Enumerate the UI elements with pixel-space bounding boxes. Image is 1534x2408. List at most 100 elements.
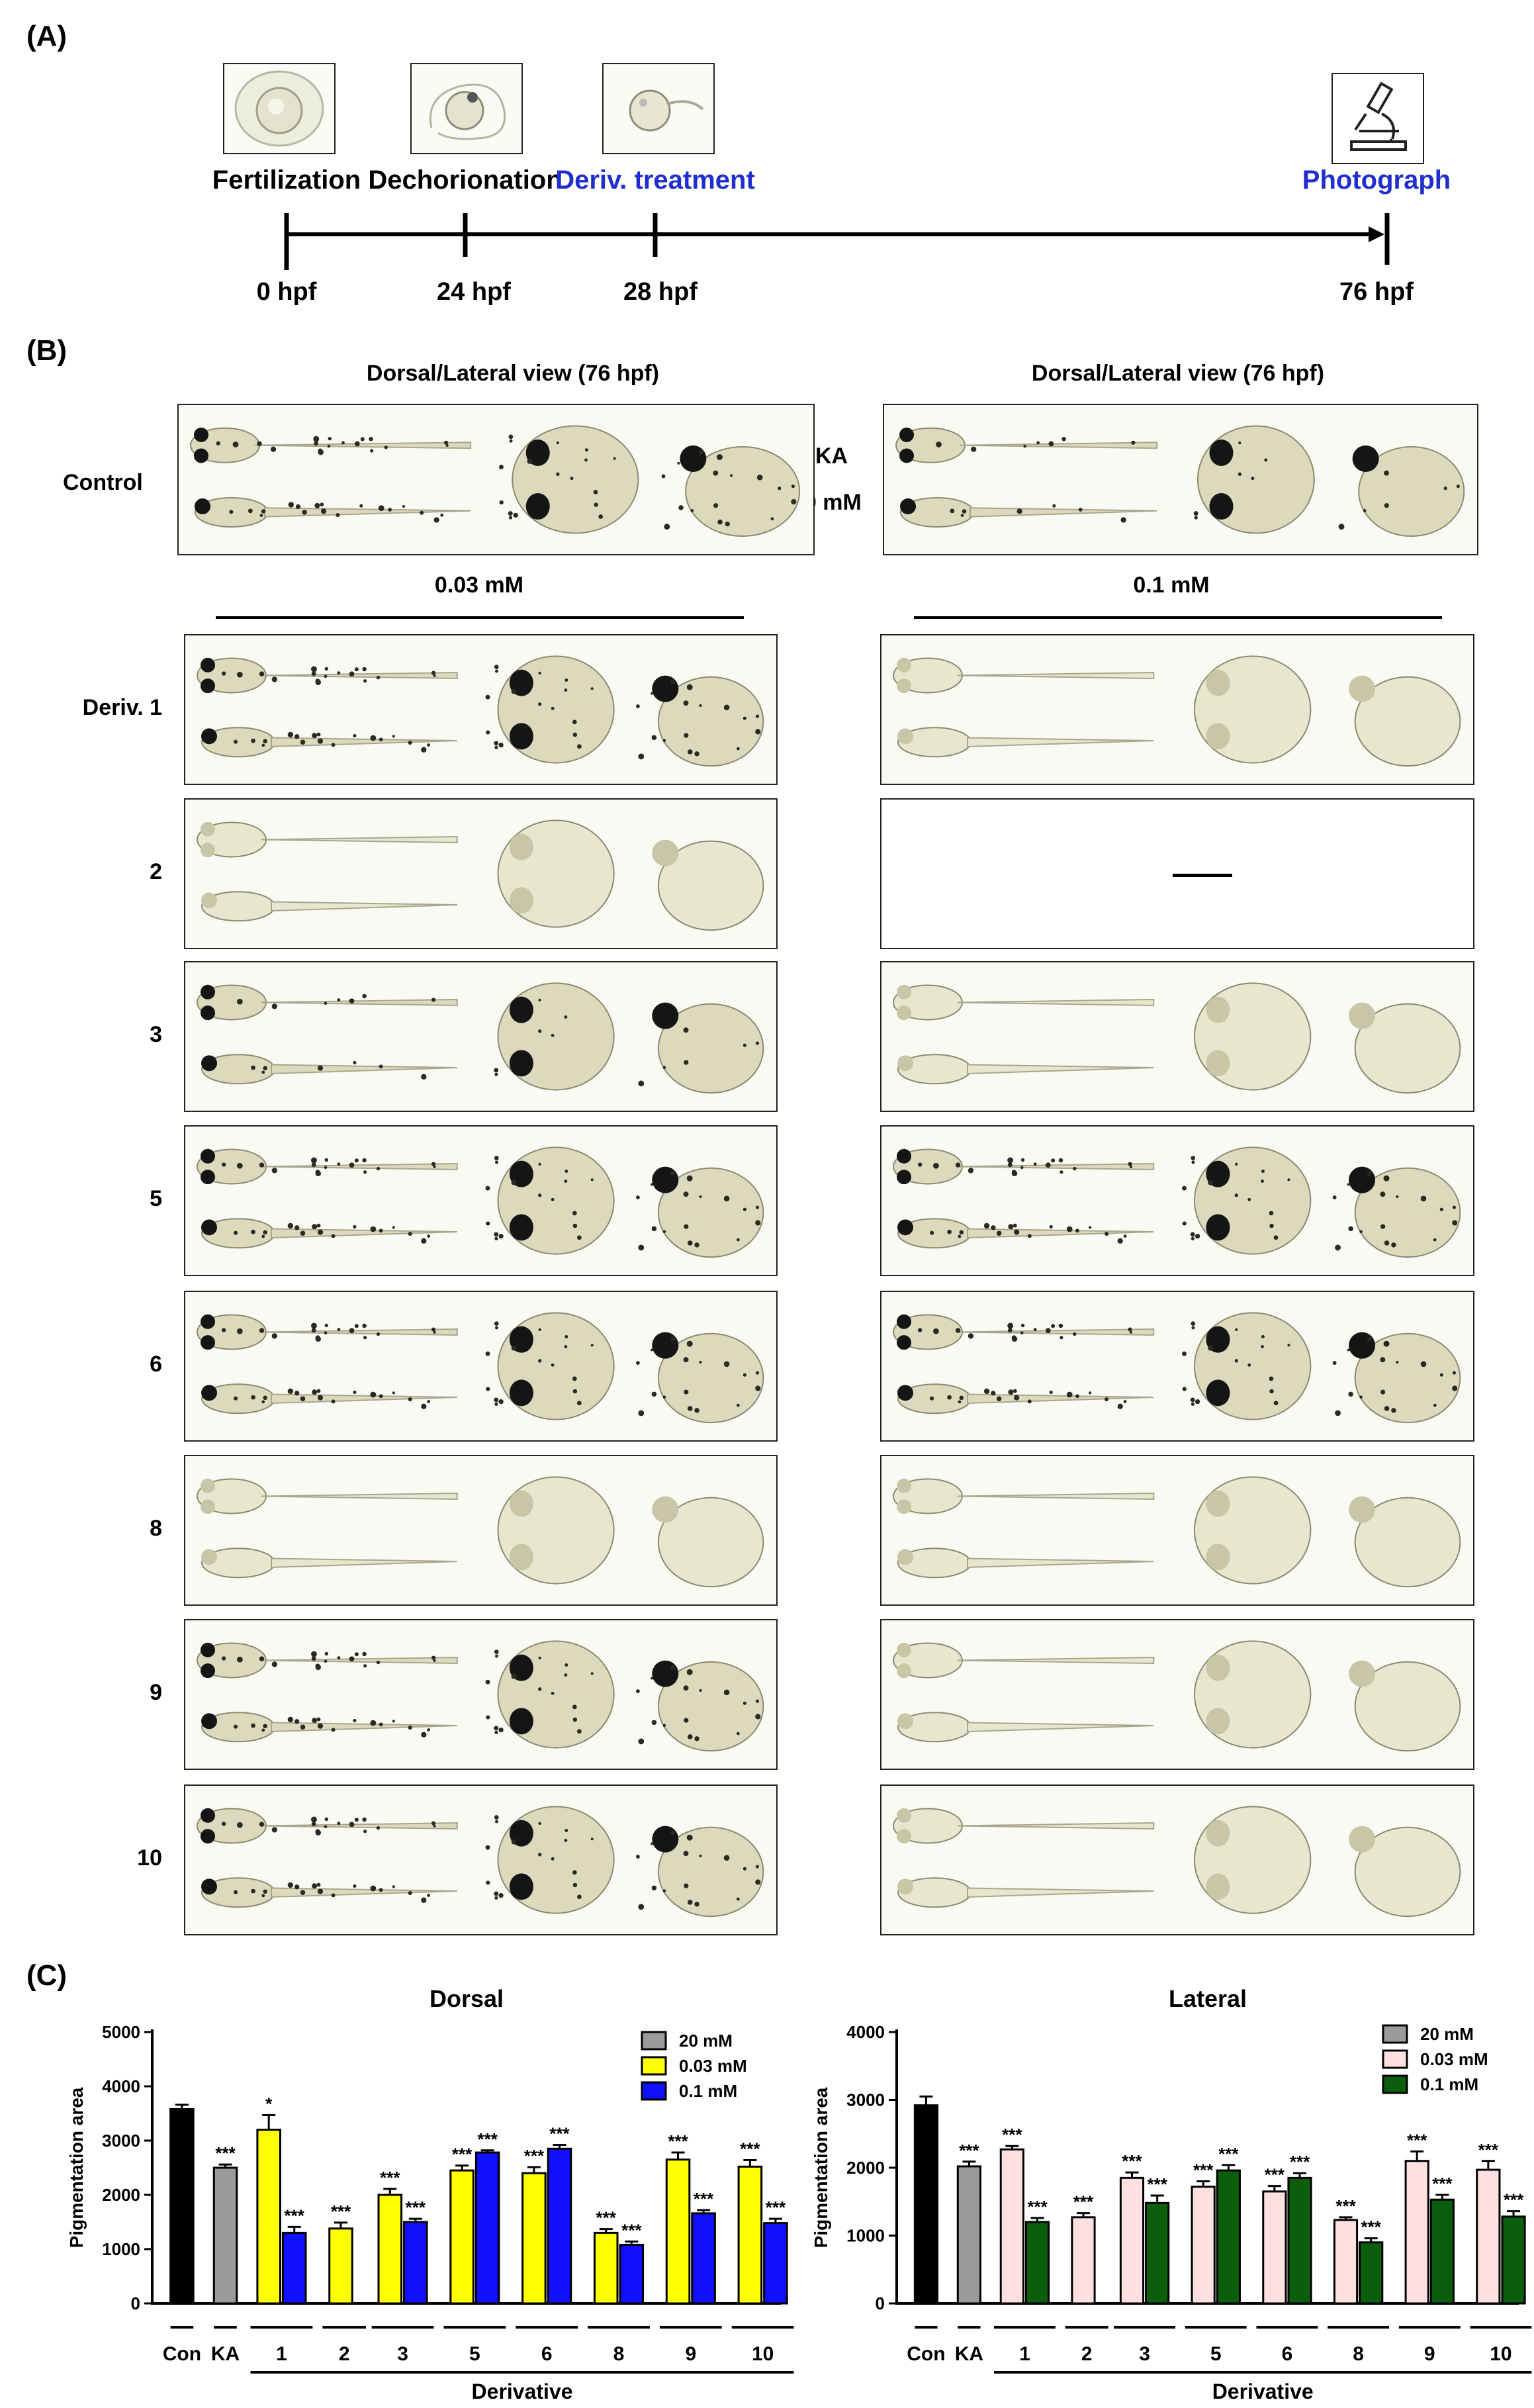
group-label: 3 [397, 2343, 408, 2365]
group-label: Con [163, 2343, 201, 2365]
egg-chorion-icon [223, 63, 336, 154]
stage-label-photograph: Photograph [1302, 165, 1451, 195]
y-tick-label: 2000 [102, 2185, 140, 2205]
bar-3-0.03mM [377, 2194, 403, 2305]
bar-6-0.03mM [1262, 2190, 1287, 2305]
image-box-right-4 [880, 1291, 1474, 1442]
significance-marker: *** [452, 2145, 473, 2164]
significance-marker: *** [285, 2205, 305, 2225]
bar-8-0.1mM [619, 2243, 645, 2305]
significance-marker: *** [1147, 2174, 1167, 2194]
row-label-6: 9 [150, 1680, 162, 1705]
image-box-left-6 [184, 1619, 778, 1770]
y-axis-label: Pigmentation area [66, 2087, 87, 2248]
bar-5-0.1mM [1216, 2169, 1241, 2305]
significance-marker: *** [1073, 2192, 1094, 2212]
control-label: Control [63, 470, 143, 495]
significance-marker: *** [1478, 2140, 1499, 2160]
group-label: 3 [1139, 2343, 1150, 2365]
significance-marker: *** [1361, 2217, 1382, 2237]
bar-6-0.03mM [521, 2172, 547, 2305]
bar-3-0.1mM [403, 2221, 428, 2305]
bar-1-0.1mM [1024, 2221, 1050, 2305]
group-label: 2 [1081, 2343, 1093, 2365]
conc-bar-left [216, 616, 744, 619]
significance-marker: * [265, 2094, 273, 2113]
image-box-right-6 [880, 1619, 1474, 1770]
significance-marker: *** [1027, 2197, 1048, 2217]
significance-marker: *** [1122, 2151, 1142, 2171]
image-box-left-1 [184, 798, 778, 949]
legend-label: 20 mM [1420, 2024, 1474, 2044]
y-tick-label: 1000 [102, 2239, 140, 2259]
significance-marker: *** [959, 2141, 979, 2160]
group-label: 6 [1282, 2343, 1293, 2365]
hpf-label-28: 28 hpf [623, 278, 698, 306]
bar-5-0.1mM [474, 2151, 500, 2305]
group-label: 9 [1424, 2343, 1435, 2365]
row-label-0: Deriv. 1 [82, 695, 162, 720]
ka-label: KA [815, 443, 848, 469]
chart-title: Dorsal [429, 1985, 504, 2012]
significance-marker: *** [406, 2198, 426, 2217]
legend-label: 0.03 mM [1420, 2049, 1488, 2069]
significance-marker: *** [1265, 2165, 1285, 2185]
group-label: 5 [469, 2343, 480, 2365]
x-axis-label: Derivative [472, 2380, 573, 2403]
bar-Con-con [169, 2107, 195, 2305]
image-box-left-5 [184, 1455, 778, 1606]
y-tick-label: 5000 [102, 2022, 140, 2042]
bar-10-0.03mM [737, 2165, 763, 2305]
bar-2-0.03mM [328, 2227, 353, 2305]
no-data-dash [1173, 874, 1232, 877]
row-label-4: 6 [150, 1352, 162, 1377]
group-label: 10 [752, 2343, 774, 2365]
image-box-right-0 [880, 634, 1474, 785]
significance-marker: *** [1218, 2144, 1239, 2164]
bar-9-0.1mM [1429, 2198, 1455, 2305]
significance-marker: *** [740, 2139, 760, 2159]
row-label-1: 2 [150, 859, 162, 884]
significance-marker: *** [380, 2168, 400, 2188]
bar-6-0.1mM [1287, 2176, 1312, 2305]
bar-1-0.1mM [281, 2231, 307, 2305]
y-tick-label: 3000 [102, 2131, 140, 2151]
image-box-left-4 [184, 1291, 778, 1442]
group-label: 5 [1210, 2343, 1222, 2365]
group-label: 8 [613, 2343, 625, 2365]
bar-KA-20mM [212, 2166, 238, 2305]
bar-KA-20mM [956, 2165, 981, 2305]
hpf-label-24: 24 hpf [437, 278, 511, 306]
legend-label: 0.1 mM [679, 2081, 737, 2101]
row-label-5: 8 [150, 1516, 162, 1541]
microscope-icon [1331, 73, 1424, 164]
bar-10-0.1mM [763, 2222, 788, 2305]
group-label: 6 [541, 2343, 553, 2365]
group-label: KA [955, 2343, 983, 2365]
panel-a-label: (A) [26, 20, 68, 52]
bar-8-0.03mM [593, 2231, 619, 2305]
row-label-7: 10 [137, 1845, 162, 1871]
significance-marker: *** [1193, 2160, 1214, 2180]
significance-marker: *** [668, 2131, 688, 2151]
significance-marker: *** [477, 2129, 498, 2149]
group-label: 1 [1019, 2343, 1030, 2365]
significance-marker: *** [1504, 2190, 1524, 2210]
y-tick-label: 4000 [846, 2022, 885, 2042]
significance-marker: *** [694, 2189, 714, 2209]
panel-b-label: (B) [26, 334, 68, 367]
bar-10-0.03mM [1476, 2168, 1501, 2305]
legend-swatch [1382, 2049, 1408, 2069]
row-label-2: 3 [150, 1022, 162, 1047]
y-tick-label: 0 [131, 2293, 140, 2313]
y-axis-label: Pigmentation area [811, 2087, 831, 2248]
conc-bar-right [914, 616, 1442, 619]
bar-9-0.03mM [665, 2158, 691, 2305]
group-label: 10 [1490, 2343, 1511, 2365]
group-label: 9 [685, 2343, 696, 2365]
image-box-left-3 [184, 1125, 778, 1276]
image-box-right-1 [880, 798, 1474, 949]
bar-9-0.1mM [691, 2212, 716, 2305]
bar-1-0.03mM [999, 2148, 1024, 2305]
dechorionated-embryo-icon [410, 63, 523, 154]
